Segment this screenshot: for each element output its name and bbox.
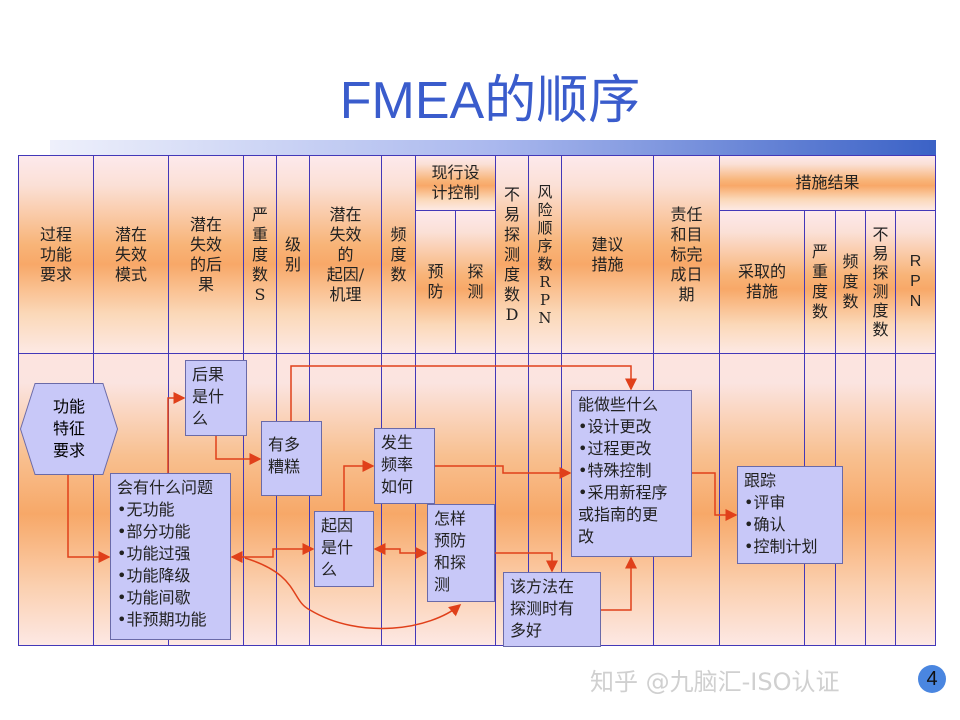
header-detection: 探 测 xyxy=(455,210,496,354)
column-line xyxy=(276,353,277,646)
header-new-occurrence: 频 度 数 xyxy=(835,210,866,354)
box-occurrence: 发生 频率 如何 xyxy=(374,428,435,504)
function-hexagon: 功能 特征 要求 xyxy=(21,384,117,474)
header-new-rpn: R P N xyxy=(895,210,936,354)
header-recommended-actions: 建议 措施 xyxy=(561,155,654,354)
header-action-results: 措施结果 xyxy=(719,155,936,211)
column-line xyxy=(495,353,496,646)
header-responsibility: 责任 和目 标完 成日 期 xyxy=(653,155,720,354)
box-followup: 跟踪 •评审 •确认 •控制计划 xyxy=(737,466,843,564)
column-line xyxy=(309,353,310,646)
box-actions: 能做些什么 •设计更改 •过程更改 •特殊控制 •采用新程序 或指南的更 改 xyxy=(571,390,692,557)
header-occurrence: 频 度 数 xyxy=(381,155,416,354)
column-line xyxy=(895,353,896,646)
header-detection-rating: 不 易 探 测 度 数 D xyxy=(495,155,529,354)
column-line xyxy=(243,353,244,646)
header-new-severity: 严 重 度 数 xyxy=(804,210,836,354)
box-severity: 有多 糟糕 xyxy=(261,421,322,496)
header-current-controls: 现行设 计控制 xyxy=(415,155,496,211)
header-failure-effect: 潜在 失效 的后 果 xyxy=(168,155,244,354)
title-bar xyxy=(50,140,936,156)
header-rpn: 风 险 顺 序 数 R P N xyxy=(528,155,562,354)
box-cause: 起因 是什 么 xyxy=(314,511,374,587)
header-actions-taken: 采取的 措施 xyxy=(719,210,805,354)
header-cause: 潜在 失效 的 起因/ 机理 xyxy=(309,155,382,354)
header-process-function: 过程 功能 要求 xyxy=(18,155,94,354)
box-consequence: 后果 是什 么 xyxy=(185,360,247,436)
header-prevention: 预 防 xyxy=(415,210,456,354)
header-new-detection: 不 易 探 测 度 数 xyxy=(865,210,896,354)
watermark: 知乎 @九脑汇-ISO认证 xyxy=(590,668,840,696)
column-line xyxy=(719,353,720,646)
header-class: 级 别 xyxy=(276,155,310,354)
header-failure-mode: 潜在 失效 模式 xyxy=(93,155,169,354)
header-severity: 严 重 度 数 S xyxy=(243,155,277,354)
box-detection: 该方法在 探测时有 多好 xyxy=(503,572,601,647)
slide-title: FMEA的顺序 xyxy=(339,72,641,130)
page-number: 4 xyxy=(918,665,946,693)
column-line xyxy=(528,353,529,646)
column-line xyxy=(561,353,562,646)
column-line xyxy=(865,353,866,646)
box-prevent-detect: 怎样 预防 和探 测 xyxy=(427,504,495,602)
box-problems: 会有什么问题 •无功能 •部分功能 •功能过强 •功能降级 •功能间歇 •非预期… xyxy=(110,473,231,640)
